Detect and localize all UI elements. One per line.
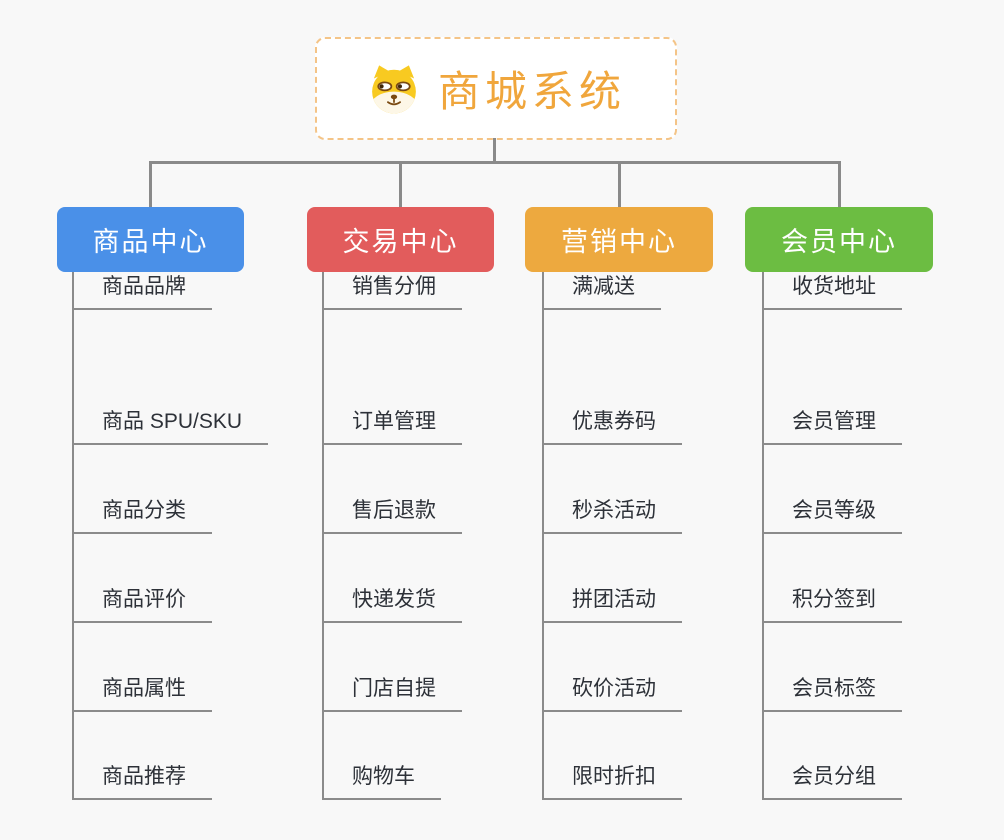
child-topic[interactable]: 快递发货 — [322, 585, 462, 623]
child-topic[interactable]: 会员等级 — [762, 496, 902, 534]
branch-member-children: 会员管理 会员等级 积分签到 会员标签 会员分组 收货地址 — [762, 272, 997, 802]
connector-drop-3 — [618, 161, 621, 208]
connector-drop-2 — [399, 161, 402, 208]
dog-face-icon — [372, 64, 416, 113]
connector-drop-4 — [838, 161, 841, 208]
child-topic[interactable]: 积分签到 — [762, 585, 902, 623]
branch-trade-center[interactable]: 交易中心 — [307, 207, 494, 272]
child-topic[interactable]: 销售分佣 — [322, 272, 462, 310]
child-topic[interactable]: 拼团活动 — [542, 585, 682, 623]
branch-product-children: 商品 SPU/SKU 商品分类 商品评价 商品属性 商品推荐 商品品牌 — [72, 272, 307, 802]
child-topic[interactable]: 砍价活动 — [542, 674, 682, 712]
child-topic[interactable]: 商品推荐 — [72, 762, 212, 800]
branch-marketing-children: 优惠券码 秒杀活动 拼团活动 砍价活动 限时折扣 满减送 — [542, 272, 777, 802]
child-topic[interactable]: 优惠券码 — [542, 407, 682, 445]
child-topic[interactable]: 收货地址 — [762, 272, 902, 310]
branch-marketing-center[interactable]: 营销中心 — [525, 207, 713, 272]
connector-drop-1 — [149, 161, 152, 208]
child-topic[interactable]: 会员标签 — [762, 674, 902, 712]
child-topic[interactable]: 售后退款 — [322, 496, 462, 534]
connector-root-stub — [493, 138, 496, 164]
root-topic[interactable]: 商城系统 — [315, 37, 677, 140]
branch-product-center[interactable]: 商品中心 — [57, 207, 244, 272]
branch-spine — [542, 272, 544, 800]
branch-spine — [322, 272, 324, 800]
branch-trade-children: 订单管理 售后退款 快递发货 门店自提 购物车 销售分佣 — [322, 272, 557, 802]
child-topic[interactable]: 商品属性 — [72, 674, 212, 712]
child-topic[interactable]: 商品 SPU/SKU — [72, 407, 269, 445]
child-topic[interactable]: 会员分组 — [762, 762, 902, 800]
branch-spine — [762, 272, 764, 800]
connector-horizontal — [149, 161, 841, 164]
child-topic[interactable]: 秒杀活动 — [542, 496, 682, 534]
child-topic[interactable]: 限时折扣 — [542, 762, 682, 800]
child-topic[interactable]: 满减送 — [542, 272, 661, 310]
child-topic[interactable]: 门店自提 — [322, 674, 462, 712]
child-topic[interactable]: 会员管理 — [762, 407, 902, 445]
child-topic[interactable]: 商品分类 — [72, 496, 212, 534]
branch-member-center[interactable]: 会员中心 — [745, 207, 933, 272]
branch-spine — [72, 272, 74, 800]
root-topic-label: 商城系统 — [437, 68, 626, 115]
child-topic[interactable]: 购物车 — [322, 762, 441, 800]
child-topic[interactable]: 商品评价 — [72, 585, 212, 623]
child-topic[interactable]: 商品品牌 — [72, 272, 212, 310]
child-topic[interactable]: 订单管理 — [322, 407, 462, 445]
